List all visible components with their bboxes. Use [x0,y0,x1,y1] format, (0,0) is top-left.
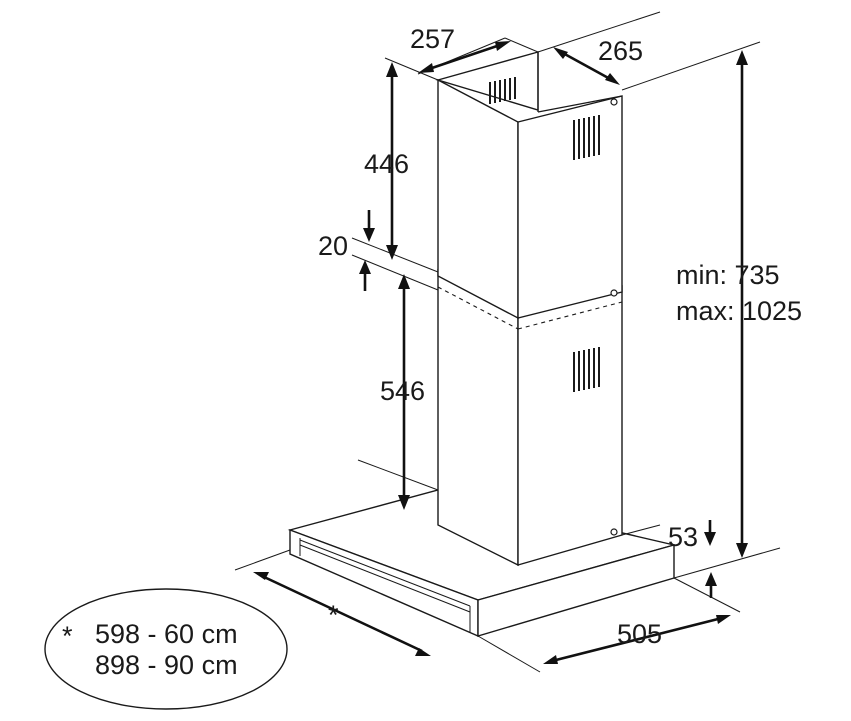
extension-lines [234,11,781,673]
dimension-canopy-thickness: 53 [668,522,698,552]
width-note-line-2: 898 - 90 cm [95,650,238,680]
dimension-total-height-max: max: 1025 [676,296,802,326]
width-note-marker: * [62,621,73,651]
hood-body [287,51,675,638]
vent-grille-icon [573,115,600,160]
vent-grille-icon [489,77,516,104]
overlap-dashed-line [437,286,519,330]
screw-icon [610,528,618,536]
screw-icon [610,289,618,297]
lower-chimney-left-face [437,268,519,567]
dimension-chimney-width: 257 [410,24,455,54]
lower-chimney-front-face [517,285,623,566]
dimension-canopy-depth: 505 [617,619,662,649]
upper-chimney-left-face [437,78,519,320]
dimension-overlap: 20 [318,231,348,261]
upper-chimney-front-face [517,95,623,319]
width-note-ellipse [44,588,288,710]
dimension-width-marker: * [328,600,339,630]
screw-icon [610,98,618,106]
dimension-total-height-min: min: 735 [676,260,780,290]
dimension-upper-chimney-height: 446 [364,149,409,179]
width-note-line-1: 598 - 60 cm [95,619,238,649]
dimension-lower-chimney-height: 546 [380,376,425,406]
vent-grille-icon [573,347,600,392]
width-note: * 598 - 60 cm 898 - 90 cm [44,588,288,710]
dimension-arrows [253,41,748,664]
dimension-chimney-depth: 265 [598,36,643,66]
